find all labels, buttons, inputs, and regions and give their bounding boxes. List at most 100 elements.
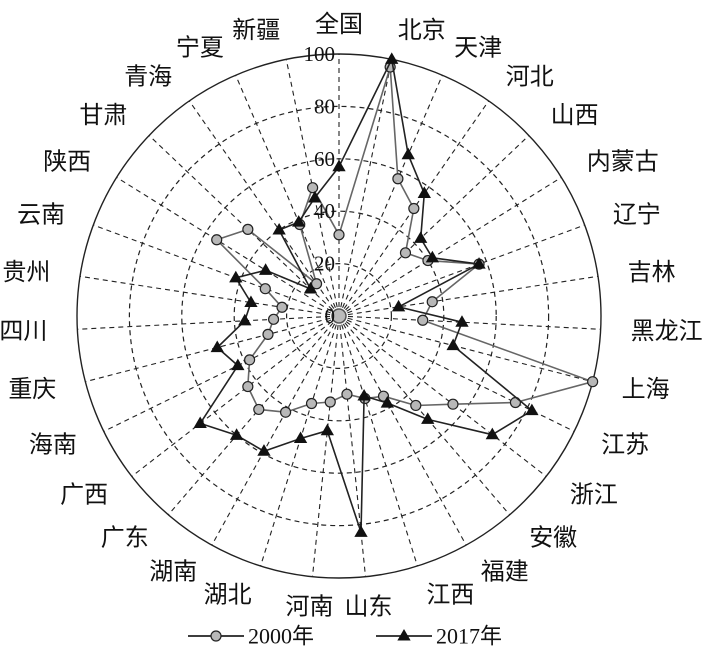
spoke-20 [131,315,340,477]
category-label: 山东 [345,593,393,621]
spoke-6 [338,224,585,317]
category-label: 北京 [398,16,446,44]
category-label: 青海 [124,62,172,90]
data-point [414,231,428,243]
data-point [333,229,345,241]
data-point [446,338,460,351]
data-point [324,396,336,408]
legend-marker [210,630,222,642]
series-0 [211,61,599,418]
spoke-4 [338,135,530,317]
data-point [410,399,422,412]
data-point [391,299,406,312]
data-point [421,412,435,424]
data-point [272,222,286,235]
grid-ring-80 [128,105,550,527]
legend-item: 2000年 [188,624,314,649]
spoke-13 [338,315,467,546]
category-label: 甘肃 [79,101,127,129]
category-label: 新疆 [232,16,280,44]
spoke-14 [338,315,418,567]
category-label: 四川 [0,317,47,345]
data-point [238,313,252,326]
category-label: 浙江 [570,481,618,509]
data-point [257,444,271,456]
radar-grid [76,53,602,579]
spoke-1 [338,59,393,317]
category-label: 广西 [60,481,108,509]
series-line [215,66,594,414]
data-point [525,403,539,416]
data-point [308,190,322,203]
data-point [305,397,318,410]
spoke-22 [85,315,340,383]
category-label: 贵州 [2,258,50,286]
category-label: 山西 [551,101,599,129]
series-1 [193,52,539,537]
tick-label: 20 [314,252,335,276]
tick-label: 60 [314,147,335,171]
data-point [587,376,599,388]
data-point [354,525,368,537]
data-point [253,403,265,416]
data-point [244,295,258,308]
data-point [244,354,256,366]
data-point [399,247,412,259]
spoke-5 [338,176,562,317]
spoke-23 [77,315,340,330]
data-point [292,215,306,227]
category-label: 河北 [506,62,554,90]
data-point [341,388,353,400]
category-label: 河南 [285,593,333,621]
spoke-11 [338,315,547,477]
data-point [332,159,346,172]
category-label: 江西 [426,581,474,609]
data-point [231,358,245,371]
spoke-19 [167,315,340,516]
tick-label: 100 [304,42,336,66]
category-labels: 全国北京天津河北山西内蒙古辽宁吉林黑龙江上海江苏浙江安徽福建江西山东河南湖北湖南… [0,10,703,621]
data-point [279,406,292,418]
grid-ring-20 [286,263,393,370]
spoke-29 [235,75,340,317]
category-label: 湖北 [204,581,252,609]
category-label: 湖南 [149,557,197,585]
data-point [357,388,371,401]
data-point [392,173,404,185]
data-point [293,431,308,444]
category-label: 江苏 [601,431,649,459]
legend-label: 2017年 [436,624,502,649]
category-label: 全国 [315,10,363,38]
data-point [211,234,223,246]
data-point [417,186,431,198]
legend-marker [397,629,411,641]
category-label: 宁夏 [176,34,224,62]
data-point [425,250,440,263]
tick-label: 0 [325,304,336,328]
data-point [485,427,499,440]
data-point [242,223,254,235]
data-point [455,315,469,327]
spoke-28 [188,100,340,317]
data-point [472,257,486,269]
grid-ring-40 [233,210,445,422]
data-point [401,147,415,160]
data-point [426,296,438,308]
data-point [193,416,207,428]
data-point [210,340,224,353]
legend-item: 2017年 [376,624,502,649]
data-point [229,428,244,440]
series-line [199,58,533,534]
category-label: 辽宁 [613,201,661,229]
spoke-16 [311,315,340,577]
spoke-26 [116,176,340,317]
data-point [303,281,318,294]
category-label: 广东 [101,524,149,552]
data-point [262,328,274,340]
data-point [417,314,429,326]
spoke-15 [338,315,367,577]
center-marker [331,308,347,324]
data-point [267,313,280,325]
